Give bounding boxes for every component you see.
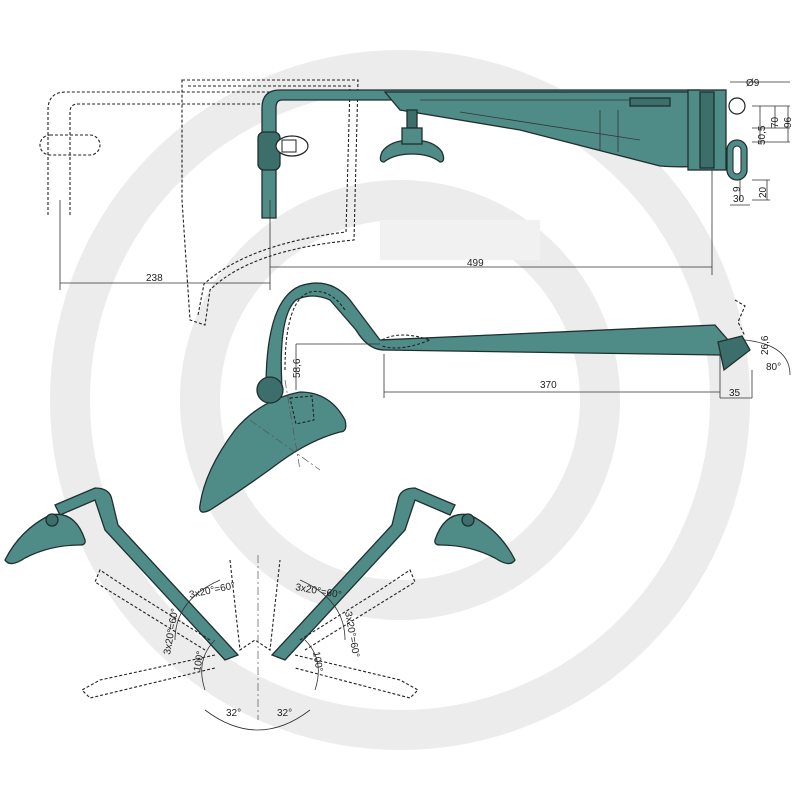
dim-370: 370 bbox=[540, 380, 557, 391]
angle-32-right: 32° bbox=[277, 708, 292, 719]
dim-58-6: 58,6 bbox=[292, 358, 303, 378]
angle-32-left: 32° bbox=[226, 708, 241, 719]
ghost-arm-left bbox=[47, 91, 270, 215]
ghost-clamp bbox=[39, 134, 101, 156]
swing-view: 3x20°=60° 3x20°=60° 3x20°=60° 3x20°=60° … bbox=[4, 487, 516, 731]
dim-30: 30 bbox=[733, 194, 745, 205]
angle-100-right: 100° bbox=[310, 651, 324, 673]
dim-bore: Ø9 bbox=[746, 78, 760, 89]
ball-joint bbox=[256, 376, 284, 404]
left-mirror bbox=[4, 513, 86, 565]
dim-238: 238 bbox=[146, 273, 163, 284]
dim-70: 70 bbox=[770, 116, 781, 128]
dim-26-6: 26,6 bbox=[760, 335, 771, 355]
side-view: 58,6 370 26,6 35 80° bbox=[199, 282, 791, 513]
ghost-cover bbox=[181, 79, 359, 326]
top-view: 238 499 Ø9 50,5 70 96 9 30 20 bbox=[39, 78, 794, 326]
watermark-logo bbox=[50, 50, 750, 750]
dim-80-deg: 80° bbox=[766, 362, 781, 373]
center-mount bbox=[229, 559, 281, 651]
dim-slot-9: 9 bbox=[732, 186, 743, 192]
angle-100-left: 100° bbox=[192, 650, 206, 672]
bore-hole bbox=[728, 97, 746, 115]
side-arm bbox=[265, 282, 729, 389]
right-arm bbox=[270, 487, 456, 661]
right-mirror bbox=[434, 513, 516, 565]
mirror-shell-side bbox=[199, 391, 347, 513]
dim-499: 499 bbox=[467, 258, 484, 269]
dim-35: 35 bbox=[729, 388, 741, 399]
adjustment-knob bbox=[379, 109, 445, 163]
end-clamp bbox=[717, 335, 751, 372]
dim-50-5: 50,5 bbox=[757, 125, 768, 145]
dim-96: 96 bbox=[783, 116, 794, 128]
dim-20: 20 bbox=[758, 186, 769, 198]
arm-clamp bbox=[257, 131, 281, 171]
